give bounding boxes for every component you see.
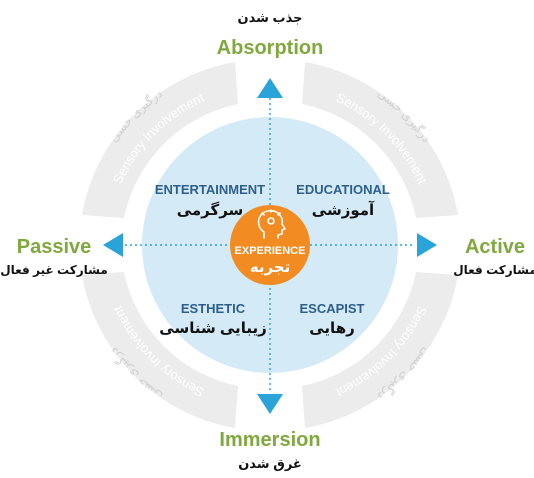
quadrant-top-right-en: EDUCATIONAL [296,182,390,197]
arrow-left-icon [103,233,123,257]
axis-right-label-en: Active [465,236,525,258]
arrow-down-icon [257,394,283,414]
outer-ring-segment-top-left [82,62,238,218]
arrow-right-icon [417,233,437,257]
axis-left-label-en: Passive [17,236,92,258]
center-label-en: EXPERIENCE [235,245,306,257]
center-circle [230,205,310,285]
quadrant-bottom-right-fa: رهایی [309,320,354,337]
outer-ring-segment-bottom-left [82,272,238,428]
quadrant-top-left-en: ENTERTAINMENT [155,182,265,197]
axis-top-label-en: Absorption [217,37,324,59]
axis-left-label-fa: مشارکت غیر فعال [0,263,108,277]
quadrant-top-right-fa: آموزشی [312,201,375,219]
center-label-fa: تجربه [250,259,291,276]
quadrant-top-left-fa: سرگرمی [177,201,244,219]
quadrant-bottom-left-en: ESTHETIC [181,301,246,316]
axis-bottom-label-fa: غرق شدن [238,456,302,471]
arrow-up-icon [257,78,283,98]
outer-ring-segment-bottom-right [302,272,458,428]
axis-top-label-fa: جذب شدن [238,10,303,25]
outer-ring-segment-top-right [302,62,458,218]
axis-right-label-fa: مشارکت فعال [453,263,534,277]
quadrant-bottom-left-fa: زیبایی شناسی [159,320,266,337]
axis-bottom-label-en: Immersion [219,429,320,451]
quadrant-bottom-right-en: ESCAPIST [299,301,364,316]
head-lightbulb-icon [257,209,286,239]
